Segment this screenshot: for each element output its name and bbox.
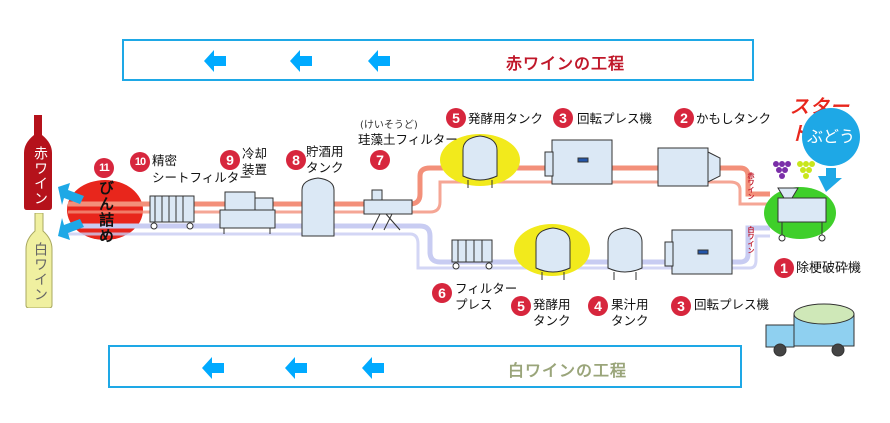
white-fermentation-tank-label-2: タンク [533,313,571,328]
step-badge-6: 6 [432,283,452,303]
white-wine-bottle [25,213,53,308]
red-wine-bottle-label: 赤ワイン [32,146,48,206]
red-wine-pipe-label: 赤ワイン [747,172,755,200]
red-wine-process-banner: 赤ワインの工程 [122,39,754,81]
red-wine-process-title: 赤ワインの工程 [506,54,626,73]
step-badge-10: 10 [130,152,150,172]
left-arrow-icon [285,357,307,379]
step-badge-3-red: 3 [553,108,573,128]
down-arrow-icon [818,168,842,192]
left-arrow-icon [290,50,312,72]
grape-bubble: ぶどう [802,108,860,166]
step-badge-5-red: 5 [446,108,466,128]
step-badge-1: 1 [774,258,794,278]
red-grapes-icon [773,161,791,179]
maceration-tank-label: かもしタンク [696,111,772,126]
white-wine-pipe [68,223,770,265]
step-badge-4: 4 [588,296,608,316]
red-fermentation-tank-label: 発酵用タンク [468,111,544,126]
cooling-unit-label-2: 装置 [242,162,268,177]
left-arrow-icon [368,50,390,72]
red-wine-pipe [68,165,770,207]
destemmer-crusher-icon [777,187,827,242]
filter-press-label-2: プレス [455,297,493,312]
crusher-label: 除梗破砕機 [796,261,862,276]
step-badge-7: 7 [370,150,390,170]
left-arrow-icon [362,357,384,379]
sheet-filter-label-1: 精密 [152,153,178,168]
step-badge-11: 11 [94,158,114,178]
storage-tank-label-1: 貯酒用 [306,144,344,159]
left-arrow-icon [202,357,224,379]
cooling-unit-icon [219,191,276,234]
white-rotary-press-icon [664,229,733,275]
storage-tank-icon [301,177,335,237]
red-rotary-press-icon [544,139,613,185]
cooling-unit-label-1: 冷却 [242,146,268,161]
left-arrow-icon [204,50,226,72]
sheet-filter-icon [149,195,195,230]
bottling-label: びん詰め [97,180,115,244]
white-wine-process-title: 白ワインの工程 [508,361,628,380]
diatomaceous-filter-label: 珪藻土フィルター [358,132,458,147]
white-wine-process-banner: 白ワインの工程 [108,345,742,388]
step-badge-8: 8 [286,150,306,170]
white-fermentation-tank-icon [535,227,571,280]
step-badge-5-white: 5 [511,296,531,316]
filter-press-icon [451,239,493,270]
white-rotary-press-label: 回転プレス機 [694,297,770,312]
grape-truck-icon [765,303,855,357]
step-badge-9: 9 [220,150,240,170]
white-grapes-icon [797,161,815,179]
sheet-filter-label-2: シートフィルター [152,170,252,185]
white-fermentation-tank-label-1: 発酵用 [533,297,571,312]
diatomaceous-filter-icon [363,189,413,231]
step-badge-3-white: 3 [671,296,691,316]
maceration-tank-icon [657,147,721,187]
red-wine-bottle [24,115,52,210]
red-fermentation-tank-icon [462,135,498,188]
juice-tank-icon [607,227,643,280]
storage-tank-label-2: タンク [306,160,344,175]
red-rotary-press-label: 回転プレス機 [577,111,653,126]
red-output-arrow-icon [58,183,84,205]
diatomaceous-reading: (けいそうど) [360,120,418,131]
juice-tank-label-1: 果汁用 [611,297,649,312]
step-badge-2: 2 [674,108,694,128]
white-output-arrow-icon [58,218,84,240]
white-wine-pipe-label: 白ワイン [747,226,755,254]
white-wine-bottle-label: 白ワイン [32,242,48,302]
juice-tank-label-2: タンク [611,313,649,328]
filter-press-label-1: フィルター [455,281,518,296]
